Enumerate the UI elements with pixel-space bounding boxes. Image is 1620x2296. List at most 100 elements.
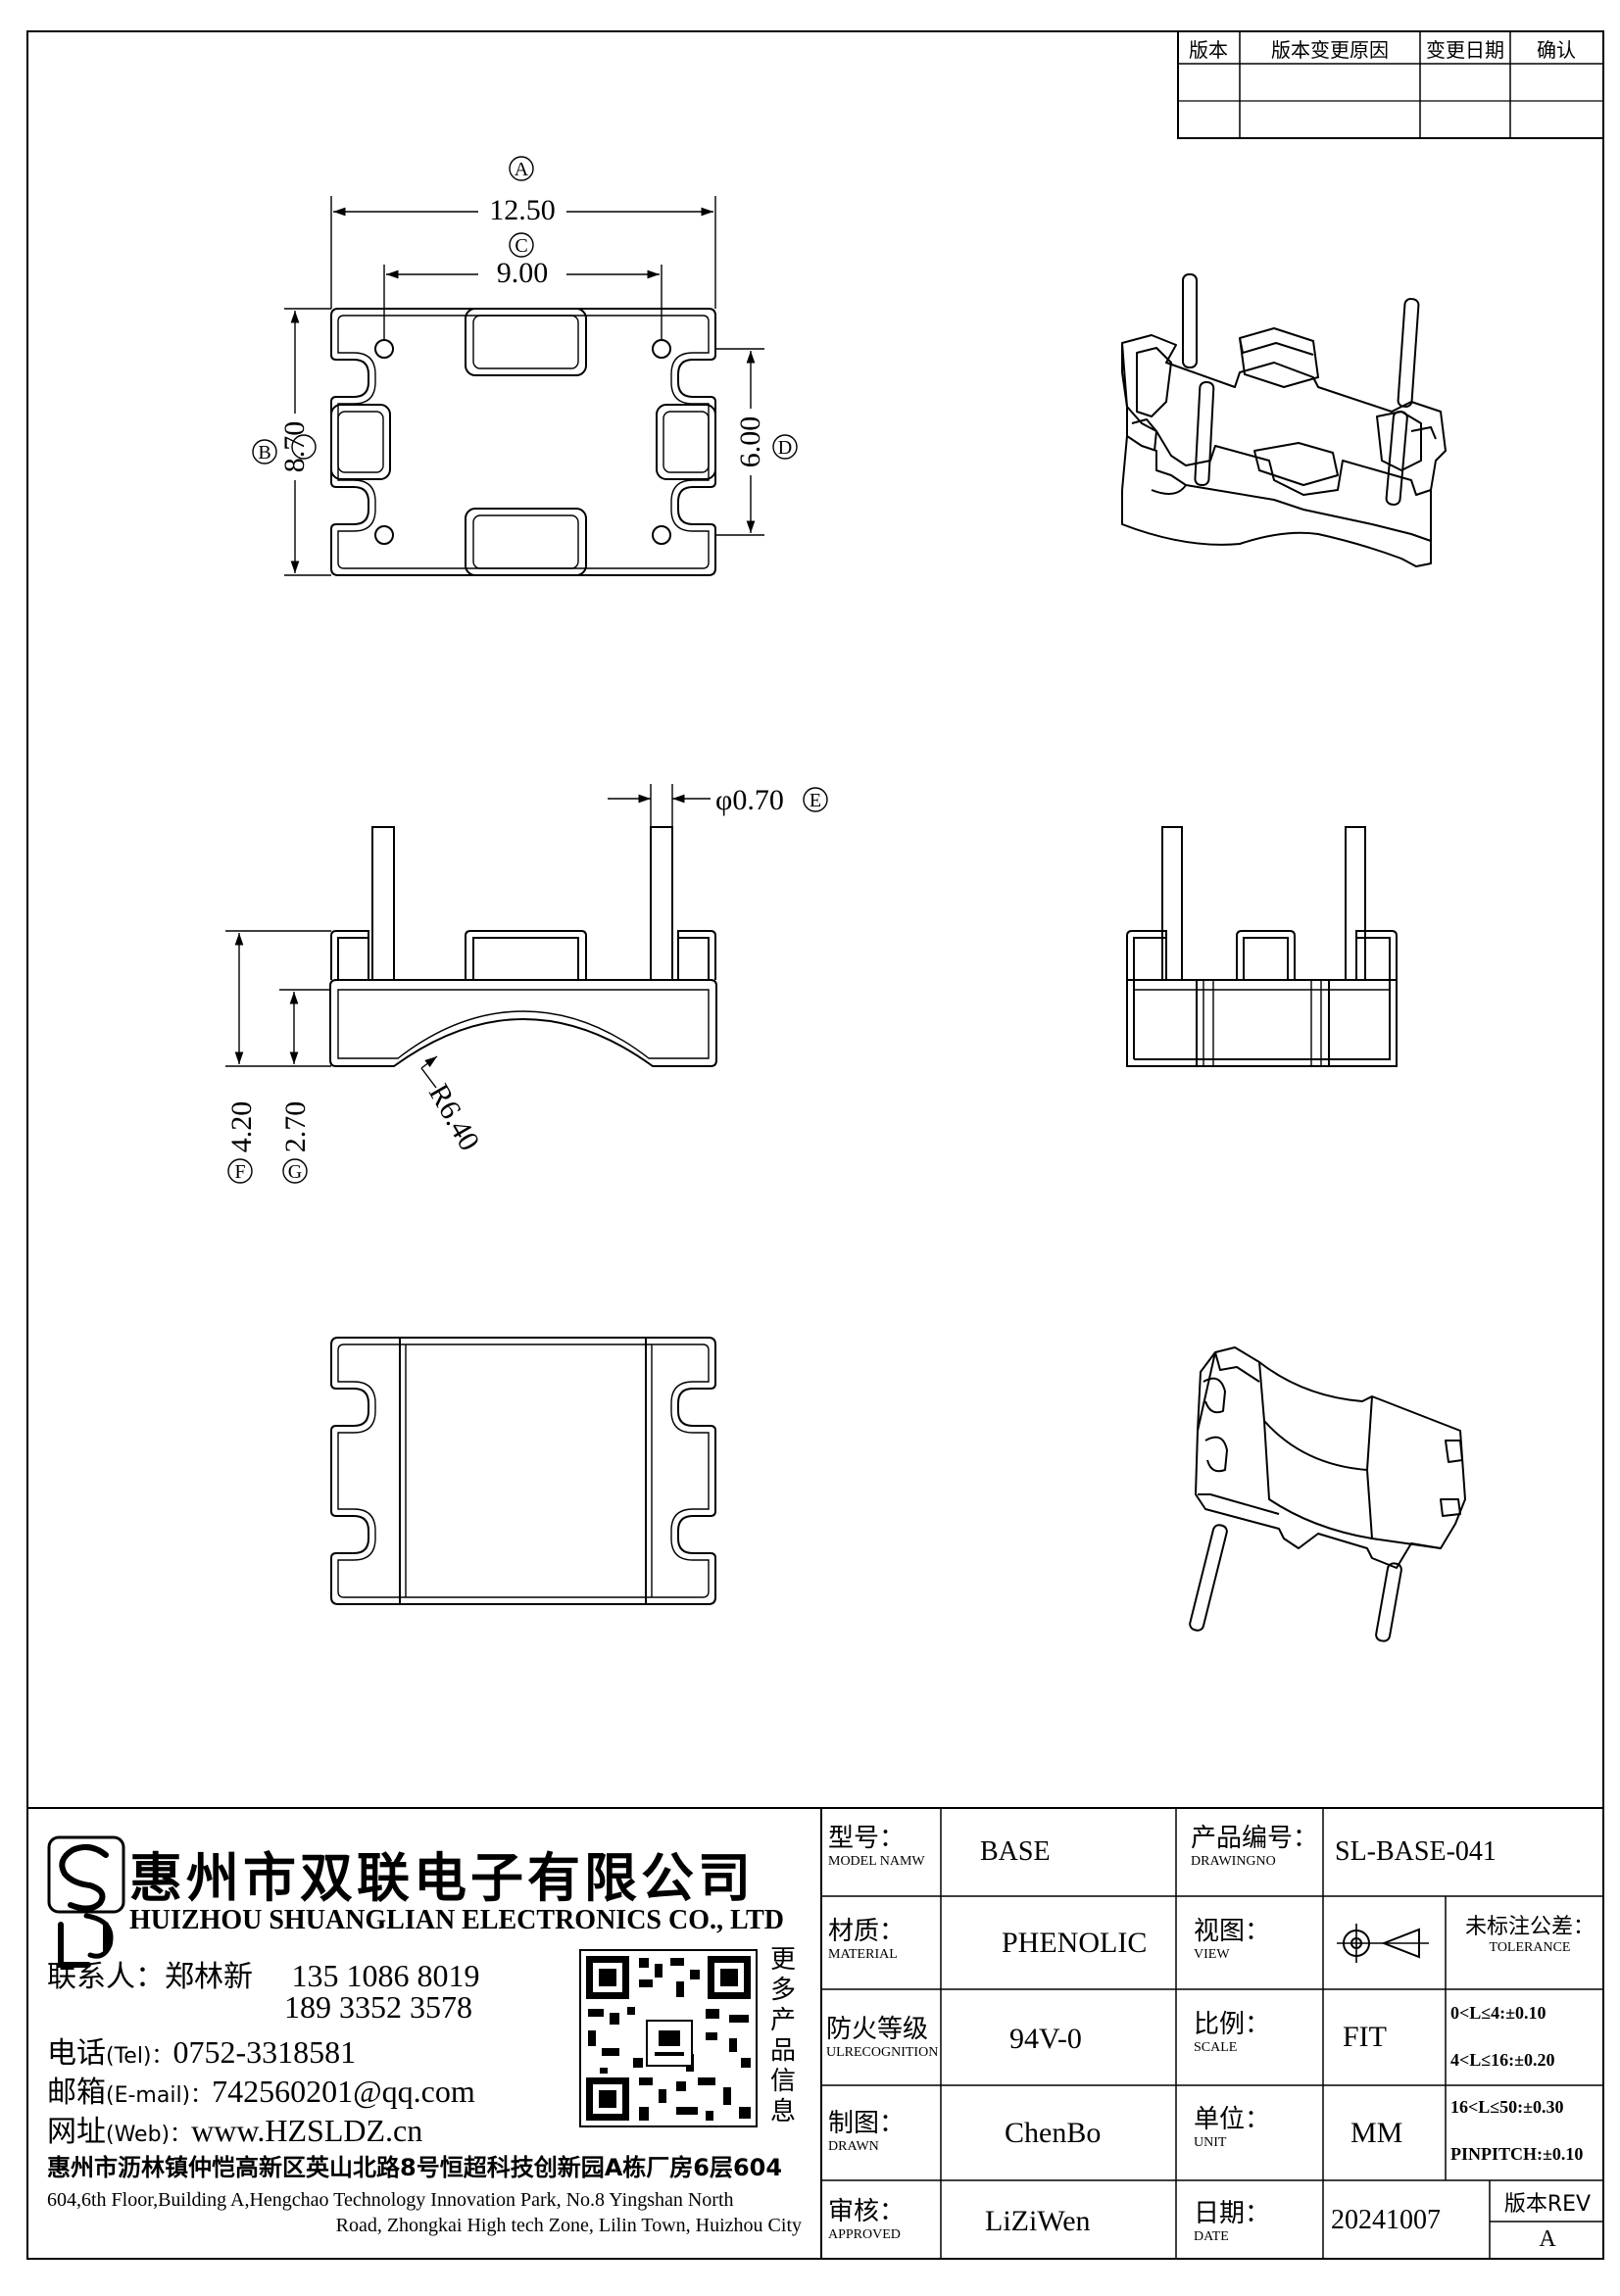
dim-slot-spacing: 6.00 (734, 416, 766, 468)
qr-caption-char: 信 (769, 2067, 796, 2096)
tolerance-row: PINPITCH:±0.10 (1450, 2144, 1584, 2164)
front-view (329, 826, 717, 1067)
scale-label: 比例： SCALE (1194, 2004, 1270, 2056)
isometric-view-top (1121, 273, 1447, 567)
scale-label-cn: 比例： (1194, 2010, 1271, 2039)
tolerance-label-en: TOLERANCE (1489, 1940, 1571, 1955)
web-address: www.HZSLDZ.cn (191, 2113, 423, 2148)
dim-top-width: 12.50 (489, 194, 556, 226)
date-label-en: DATE (1194, 2229, 1229, 2244)
dim-pin-spacing: 9.00 (497, 257, 549, 289)
tel-label-en: (Tel)： (106, 2044, 173, 2069)
drawn-label: 制图： DRAWN (828, 2103, 905, 2155)
tolerance-row: 0<L≤4:±0.10 (1450, 2003, 1546, 2023)
contact-label: 联系人： (47, 1960, 165, 1994)
web-label-en: (Web)： (106, 2123, 192, 2147)
rev-value: A (1539, 2226, 1556, 2252)
material-value: PHENOLIC (1002, 1927, 1148, 1959)
title-block-frame (27, 1807, 1603, 2259)
drawingno-value: SL-BASE-041 (1335, 1836, 1497, 1867)
address-en-2: Road, Zhongkai High tech Zone, Lilin Tow… (335, 2215, 802, 2236)
dim-pin-diameter: φ0.70 (715, 784, 784, 816)
drawn-label-cn: 制图： (828, 2109, 906, 2138)
email-line: 邮箱(E-mail)：742560201@qq.com (47, 2068, 475, 2111)
front-view-dimensions (225, 784, 711, 1089)
material-label: 材质： MATERIAL (828, 1911, 905, 1963)
approved-label: 审核： APPROVED (828, 2191, 905, 2243)
qr-caption-char: 多 (769, 1976, 796, 2005)
qr-caption-char: 品 (769, 2036, 796, 2066)
address-cn: 惠州市沥林镇仲恺高新区英山北路8号恒超科技创新园A栋厂房6层604 (47, 2154, 783, 2181)
isometric-view-bottom (1189, 1346, 1466, 1642)
qr-caption: 更 多 产 品 信 息 (768, 1945, 798, 2127)
view-label-cn: 视图： (1194, 1917, 1271, 1946)
phone-2: 189 3352 3578 (284, 1989, 472, 2025)
company-logo (47, 1835, 125, 1968)
projection-symbol-icon (1337, 1924, 1429, 1963)
scale-label-en: SCALE (1194, 2040, 1238, 2055)
revision-table: 版本 版本变更原因 变更日期 确认 (1177, 30, 1604, 139)
model-label-cn: 型号： (828, 1824, 906, 1853)
front-view-dimension-labels: φ0.70 E 4.20 F 2.70 G R6.40 (225, 784, 828, 1184)
tel-label: 电话 (47, 2036, 106, 2071)
company-name-cn: 惠州市双联电子有限公司 (129, 1846, 755, 1909)
sheet-border (26, 30, 1604, 2260)
qr-caption-char: 息 (769, 2097, 796, 2126)
qr-caption-char: 产 (769, 2006, 796, 2035)
phone-1: 135 1086 8019 (291, 1958, 480, 1993)
contact-name: 郑林新 (165, 1960, 253, 1994)
web-label: 网址 (47, 2115, 106, 2149)
unit-label-cn: 单位： (1194, 2105, 1271, 2134)
tolerance-list: 0<L≤4:±0.10 4<L≤16:±0.20 16<L≤50:±0.30 P… (1450, 1989, 1601, 2177)
email-label: 邮箱 (47, 2076, 106, 2110)
dim-radius: R6.40 (422, 1079, 486, 1156)
fire-label: 防火等级 ULRECOGNITION (826, 2009, 938, 2061)
date-value: 20241007 (1331, 2205, 1441, 2235)
material-label-en: MATERIAL (828, 1947, 898, 1962)
drawingno-label-cn: 产品编号： (1191, 1824, 1319, 1853)
unit-label-en: UNIT (1194, 2135, 1227, 2150)
rev-header-date: 变更日期 (1426, 38, 1504, 62)
drawingno-label-en: DRAWINGNO (1191, 1854, 1276, 1869)
email-address: 742560201@qq.com (212, 2074, 475, 2109)
dim-body-height: 2.70 (279, 1101, 312, 1153)
qr-caption-char: 更 (769, 1945, 796, 1975)
dim-tag-g: G (288, 1161, 302, 1183)
dim-tag-c: C (515, 235, 527, 257)
tolerance-label-cn: 未标注公差： (1464, 1915, 1595, 1939)
tel-number: 0752-3318581 (172, 2034, 357, 2070)
dim-tag-b: B (258, 442, 270, 464)
tolerance-row: 4<L≤16:±0.20 (1450, 2050, 1555, 2070)
date-label: 日期： DATE (1194, 2193, 1270, 2245)
fire-value: 94V-0 (1009, 2023, 1082, 2055)
view-label: 视图： VIEW (1194, 1911, 1270, 1963)
rev-header-reason: 版本变更原因 (1271, 38, 1389, 62)
contact-line-1: 联系人：郑林新 135 1086 8019 (47, 1952, 480, 1995)
drawingno-label: 产品编号： DRAWINGNO (1191, 1818, 1318, 1870)
unit-label: 单位： UNIT (1194, 2099, 1270, 2151)
rev-header-confirm: 确认 (1537, 38, 1576, 62)
fire-label-cn: 防火等级 (826, 2015, 929, 2044)
side-view (1126, 826, 1398, 1067)
qr-code (579, 1949, 758, 2127)
model-value: BASE (980, 1836, 1051, 1867)
dim-total-height: 4.20 (225, 1101, 258, 1153)
dim-tag-f: F (234, 1161, 245, 1183)
approved-label-cn: 审核： (828, 2197, 906, 2226)
web-line: 网址(Web)：www.HZSLDZ.cn (47, 2107, 422, 2150)
bottom-view (330, 1337, 716, 1605)
address-en-1: 604,6th Floor,Building A,Hengchao Techno… (47, 2189, 734, 2211)
rev-label: 版本REV (1503, 2192, 1592, 2217)
top-view (330, 308, 716, 576)
tolerance-label: 未标注公差： TOLERANCE (1329, 1909, 1603, 1956)
top-view-dimension-labels: A 12.50 C 9.00 8.70 B 6.00 D (252, 156, 798, 480)
tel-line: 电话(Tel)：0752-3318581 (47, 2028, 356, 2072)
approved-label-en: APPROVED (828, 2227, 901, 2242)
tolerance-row: 16<L≤50:±0.30 (1450, 2097, 1564, 2117)
date-label-cn: 日期： (1194, 2199, 1271, 2228)
email-label-en: (E-mail)： (106, 2083, 213, 2108)
drawn-value: ChenBo (1005, 2117, 1102, 2149)
approved-value: LiZiWen (985, 2205, 1091, 2237)
